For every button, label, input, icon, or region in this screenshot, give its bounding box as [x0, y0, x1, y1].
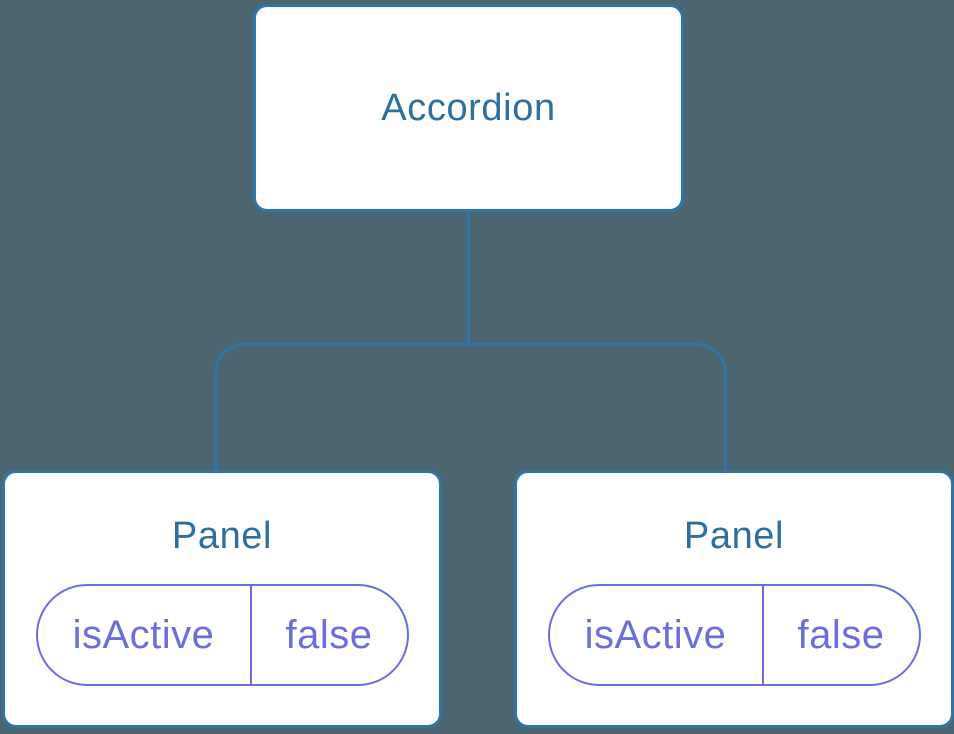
accordion-node-label: Accordion — [381, 86, 556, 129]
panel-node-label: Panel — [171, 515, 273, 557]
state-key: isActive — [38, 586, 252, 684]
panel-node-right: Panel isActive false — [514, 470, 954, 728]
panel-node-label: Panel — [683, 515, 785, 557]
connector-bracket — [214, 343, 727, 473]
state-pill: isActive false — [35, 584, 409, 686]
state-pill: isActive false — [547, 584, 921, 686]
connector-stem — [467, 211, 470, 345]
state-value: false — [797, 612, 885, 657]
state-value: false — [285, 612, 373, 657]
panel-node-left: Panel isActive false — [2, 470, 442, 728]
state-key: isActive — [550, 586, 764, 684]
accordion-node: Accordion — [253, 4, 684, 212]
